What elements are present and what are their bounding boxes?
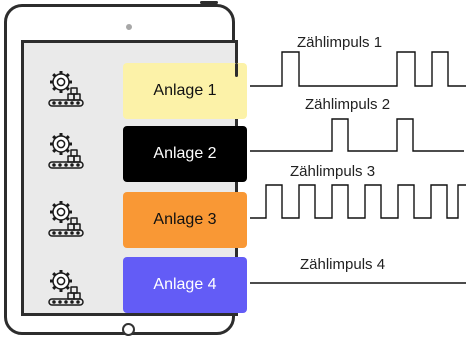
zaehlimpuls-1-label: Zählimpuls 1 <box>297 34 383 51</box>
zaehlimpuls-2-label: Zählimpuls 2 <box>305 96 391 113</box>
anlage-4-button[interactable]: Anlage 4 <box>123 257 247 313</box>
zaehlimpuls-3-waveform <box>250 184 466 219</box>
camera-dot <box>126 24 132 30</box>
tablet-screen: Anlage 1 Anlage 2 Anlage 3 Anlage 4 <box>21 40 247 316</box>
anlage-1-button[interactable]: Anlage 1 <box>123 63 247 119</box>
tablet-frame: Anlage 1 Anlage 2 Anlage 3 Anlage 4 <box>4 4 247 336</box>
anlage-3-button[interactable]: Anlage 3 <box>123 192 247 248</box>
anlage-2-button[interactable]: Anlage 2 <box>123 126 247 182</box>
zaehlimpuls-2-waveform <box>250 118 464 152</box>
zaehlimpuls-1-waveform <box>250 51 466 87</box>
volume-down-button <box>235 63 238 77</box>
zaehlimpuls-4-label: Zählimpuls 4 <box>300 256 386 273</box>
home-button[interactable] <box>122 323 135 336</box>
zaehlimpuls-3-label: Zählimpuls 3 <box>290 163 376 180</box>
power-button <box>200 1 218 4</box>
volume-up-button <box>235 44 238 58</box>
